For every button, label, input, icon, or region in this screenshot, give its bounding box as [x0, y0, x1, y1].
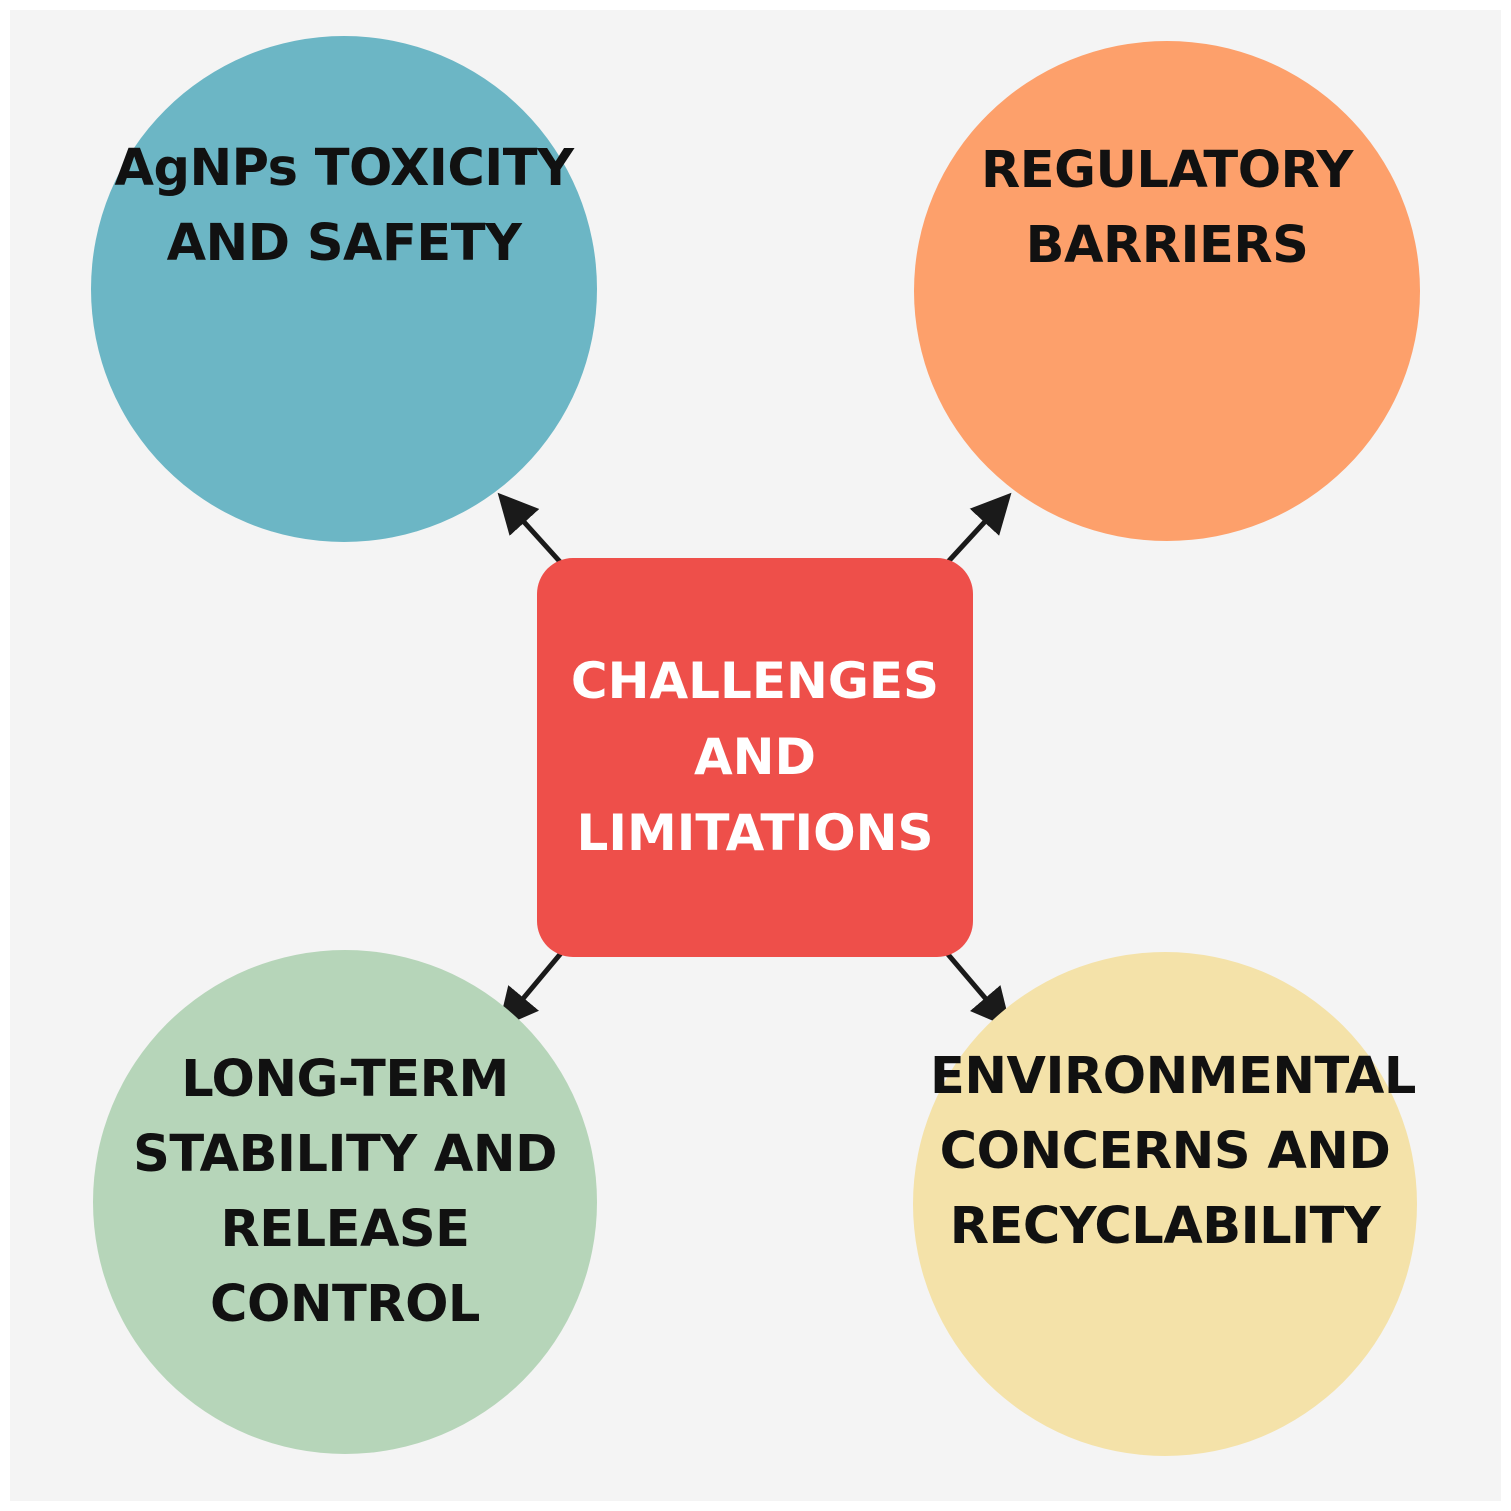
center-label-line: LIMITATIONS — [576, 804, 934, 862]
center-label: CHALLENGES AND LIMITATIONS — [571, 643, 939, 871]
node-agnps-toxicity-safety: AgNPs TOXICITY AND SAFETY — [91, 36, 597, 542]
node-regulatory-barriers: REGULATORY BARRIERS — [914, 41, 1420, 541]
arrow-to-top-left — [497, 492, 564, 566]
arrow-to-top-right — [944, 492, 1012, 566]
node-label-line: RECYCLABILITY — [949, 1196, 1381, 1256]
node-label: ENVIRONMENTAL CONCERNS AND RECYCLABILITY — [930, 1039, 1416, 1264]
center-label-line: CHALLENGES — [570, 652, 940, 710]
node-label: AgNPs TOXICITY AND SAFETY — [114, 131, 575, 281]
node-label-line: BARRIERS — [1025, 215, 1309, 275]
node-environmental-concerns: ENVIRONMENTAL CONCERNS AND RECYCLABILITY — [913, 952, 1417, 1456]
node-label: REGULATORY BARRIERS — [981, 133, 1353, 283]
node-label-line: STABILITY AND — [133, 1125, 557, 1184]
node-label-line: AND SAFETY — [166, 214, 522, 273]
center-label-line: AND — [693, 728, 817, 786]
node-label-line: LONG-TERM — [181, 1050, 509, 1109]
node-label-line: CONCERNS AND — [939, 1121, 1391, 1181]
node-label-line: ENVIRONMENTAL — [930, 1046, 1416, 1106]
node-label-line: AgNPs TOXICITY — [114, 139, 575, 198]
node-label-line: RELEASE — [220, 1200, 470, 1259]
node-label: LONG-TERM STABILITY AND RELEASE CONTROL — [133, 1042, 557, 1342]
arrow-to-bottom-right — [944, 950, 1012, 1029]
center-node-challenges: CHALLENGES AND LIMITATIONS — [537, 558, 973, 957]
node-label-line: REGULATORY — [981, 140, 1353, 200]
arrow-to-bottom-left — [497, 950, 564, 1029]
node-label-line: CONTROL — [210, 1275, 480, 1334]
node-long-term-stability: LONG-TERM STABILITY AND RELEASE CONTROL — [93, 950, 597, 1454]
